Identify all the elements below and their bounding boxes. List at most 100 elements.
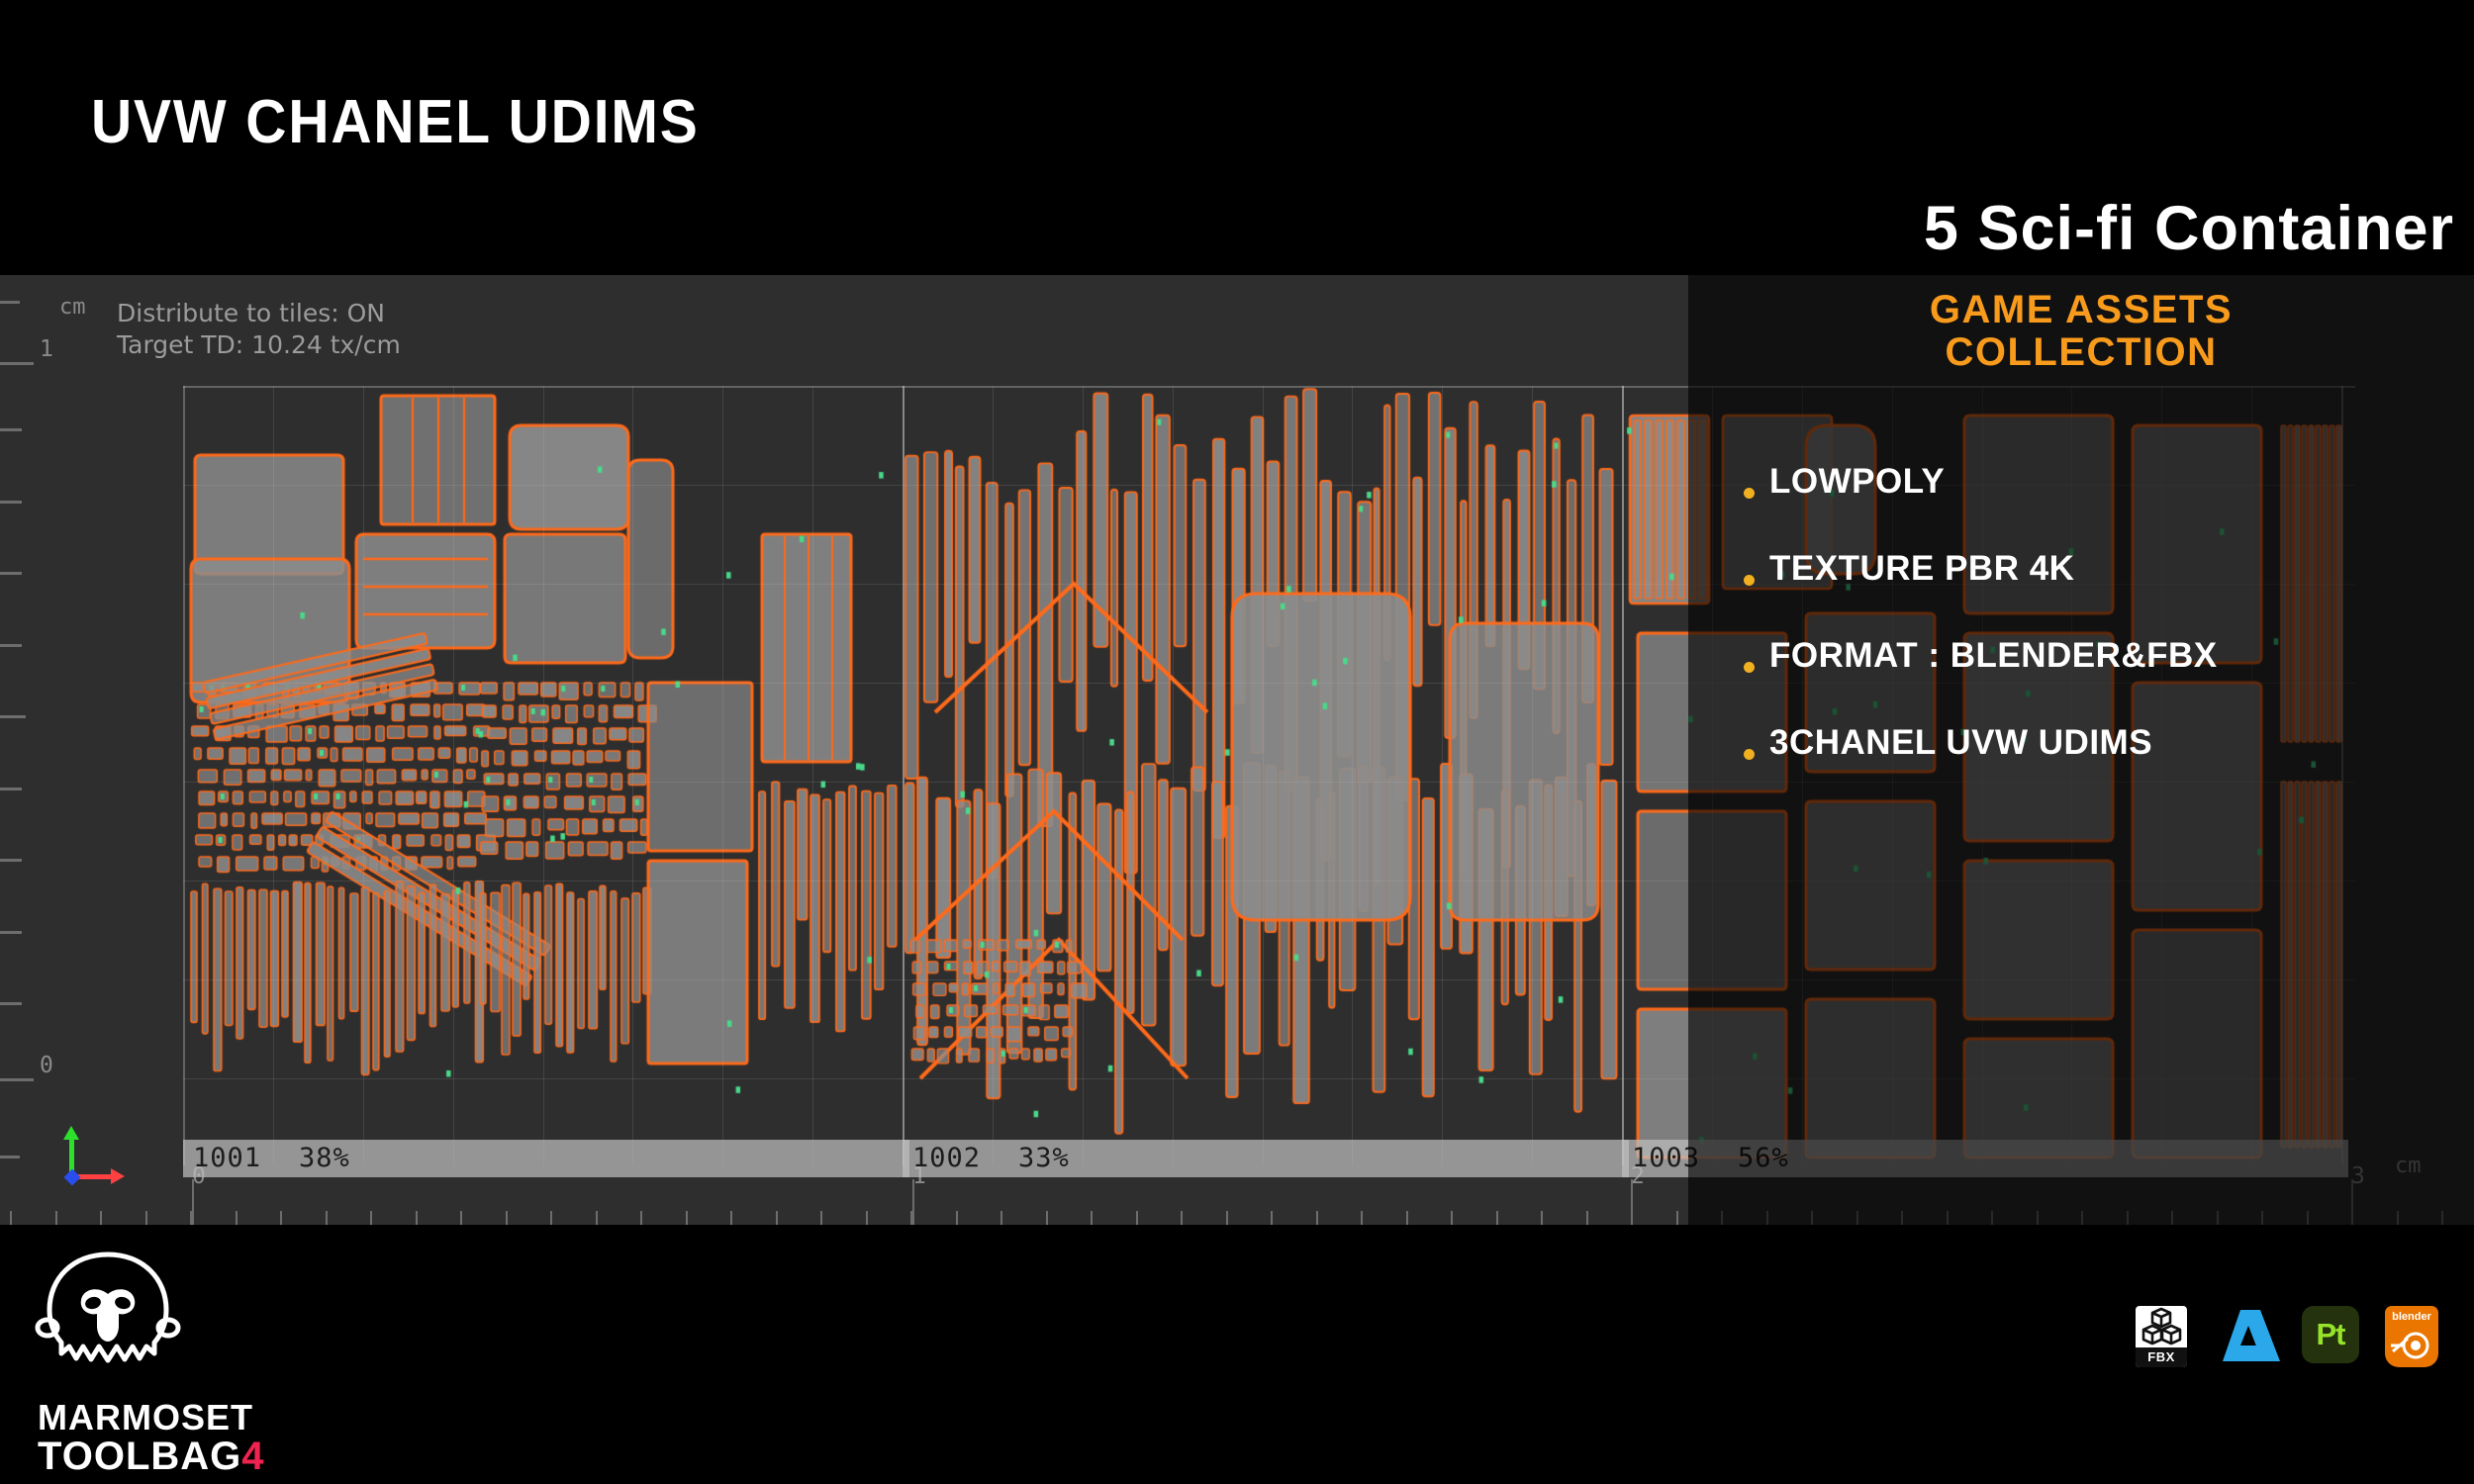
ruler-tick [2307, 1211, 2309, 1225]
udim-tile-id: 1001 [193, 1143, 262, 1173]
ruler-tick [1766, 1211, 1768, 1225]
collection-title-line1: GAME ASSETS [1929, 288, 2234, 331]
grid-line [183, 386, 185, 1177]
grid-line [542, 386, 544, 1177]
ruler-tick [866, 1211, 868, 1225]
udim-tile-coverage: 33% [1018, 1143, 1070, 1173]
grid-line [1262, 386, 1264, 1177]
collection-title-line2: COLLECTION [1945, 330, 2218, 374]
grid-line [183, 485, 2355, 486]
ruler-tick [910, 1211, 912, 1225]
ruler-tick [1271, 1211, 1273, 1225]
grid-line [183, 1078, 2355, 1079]
footer-bar: MARMOSET TOOLBAG4 [0, 1225, 2474, 1484]
feature-label: LOWPOLY [1769, 462, 1946, 501]
grid-line [183, 979, 2355, 980]
grid-line [1442, 386, 1444, 1177]
substance-painter-label: Pt [2302, 1306, 2359, 1363]
grid-line [452, 386, 454, 1177]
ruler-tick-major [1631, 1179, 1633, 1225]
collection-title: GAME ASSETS COLLECTION [1688, 289, 2474, 374]
ruler-tick [640, 1211, 642, 1225]
feature-list-item: TEXTURE PBR 4K [1744, 537, 2474, 624]
ruler-tick [1316, 1211, 1318, 1225]
ruler-tick [145, 1211, 147, 1225]
ruler-tick [1226, 1211, 1228, 1225]
ruler-tick [0, 788, 22, 790]
ruler-unit-label-bottom: cm [2395, 1154, 2422, 1178]
grid-line [1082, 386, 1084, 1177]
status-distribute-to-tiles: Distribute to tiles: ON [117, 299, 385, 327]
ruler-tick [370, 1211, 372, 1225]
feature-list-item: 3CHANEL UVW UDIMS [1744, 711, 2474, 798]
ruler-tick [1991, 1211, 1993, 1225]
vertical-ruler[interactable]: 1 0 [0, 275, 53, 1225]
ruler-tick [326, 1211, 328, 1225]
ruler-tick [730, 1211, 732, 1225]
ruler-tick [0, 572, 22, 575]
ruler-tick-major [0, 362, 34, 365]
grid-line [632, 386, 634, 1177]
ruler-tick [776, 1211, 778, 1225]
ruler-tick [1901, 1211, 1903, 1225]
bullet-dot-icon [1744, 488, 1755, 499]
ruler-tick [2217, 1211, 2219, 1225]
status-target-texel-density: Target TD: 10.24 tx/cm [117, 330, 401, 359]
ruler-tick-major [0, 1078, 34, 1081]
udim-tile-coverage: 56% [1738, 1143, 1789, 1173]
ruler-tick [506, 1211, 508, 1225]
grid-line [1352, 386, 1354, 1177]
grid-line [1172, 386, 1174, 1177]
grid-line [272, 386, 274, 1177]
udim-tile-label: 1001 38% [183, 1140, 909, 1177]
ruler-tick [0, 428, 22, 431]
ruler-tick [2261, 1211, 2263, 1225]
ruler-tick [0, 1156, 20, 1159]
ruler-tick [1541, 1211, 1543, 1225]
fbx-label: FBX [2136, 1347, 2187, 1367]
ruler-tick [0, 859, 22, 862]
ruler-tick [0, 1002, 22, 1005]
grid-line [992, 386, 994, 1177]
ruler-tick [1811, 1211, 1813, 1225]
feature-list-item: LOWPOLY [1744, 450, 2474, 537]
ruler-tick [0, 931, 22, 934]
substance-painter-icon: Pt [2302, 1306, 2363, 1367]
marmoset-skull-icon [35, 1252, 181, 1363]
ruler-tick-major [192, 1179, 194, 1225]
ruler-tick [2081, 1211, 2083, 1225]
bullet-dot-icon [1744, 575, 1755, 586]
udim-tile-id: 1002 [912, 1143, 982, 1173]
ruler-tick [1046, 1211, 1048, 1225]
ruler-tick [280, 1211, 282, 1225]
ruler-tick [190, 1211, 192, 1225]
ruler-tick [55, 1211, 57, 1225]
ruler-tick [550, 1211, 552, 1225]
ruler-tick [1496, 1211, 1498, 1225]
ruler-tick [460, 1211, 462, 1225]
ruler-tick [596, 1211, 598, 1225]
grid-line [812, 386, 814, 1177]
gizmo-origin-icon [63, 1168, 81, 1186]
blender-icon: blender [2385, 1306, 2446, 1367]
brand-version: 4 [241, 1435, 265, 1478]
blender-label: blender [2392, 1311, 2431, 1323]
ruler-tick [236, 1211, 238, 1225]
grid-line [1622, 386, 1624, 1177]
ruler-tick [100, 1211, 102, 1225]
product-title: 5 Sci-fi Container [1923, 194, 2454, 263]
ruler-label-x: 3 [2351, 1163, 2365, 1189]
marmoset-logo-icon [2219, 1306, 2280, 1367]
udim-tile-label: 1002 33% [903, 1140, 1629, 1177]
udim-tile-coverage: 38% [299, 1143, 350, 1173]
ruler-tick [1947, 1211, 1949, 1225]
grid-line [1532, 386, 1534, 1177]
ruler-unit-label-top: cm [59, 295, 86, 320]
ruler-tick [1721, 1211, 1723, 1225]
ruler-tick [2127, 1211, 2129, 1225]
ruler-tick [10, 1211, 12, 1225]
grid-line [722, 386, 724, 1177]
gizmo-y-axis-icon [63, 1126, 79, 1179]
page-title: UVW CHANEL UDIMS [91, 88, 700, 156]
